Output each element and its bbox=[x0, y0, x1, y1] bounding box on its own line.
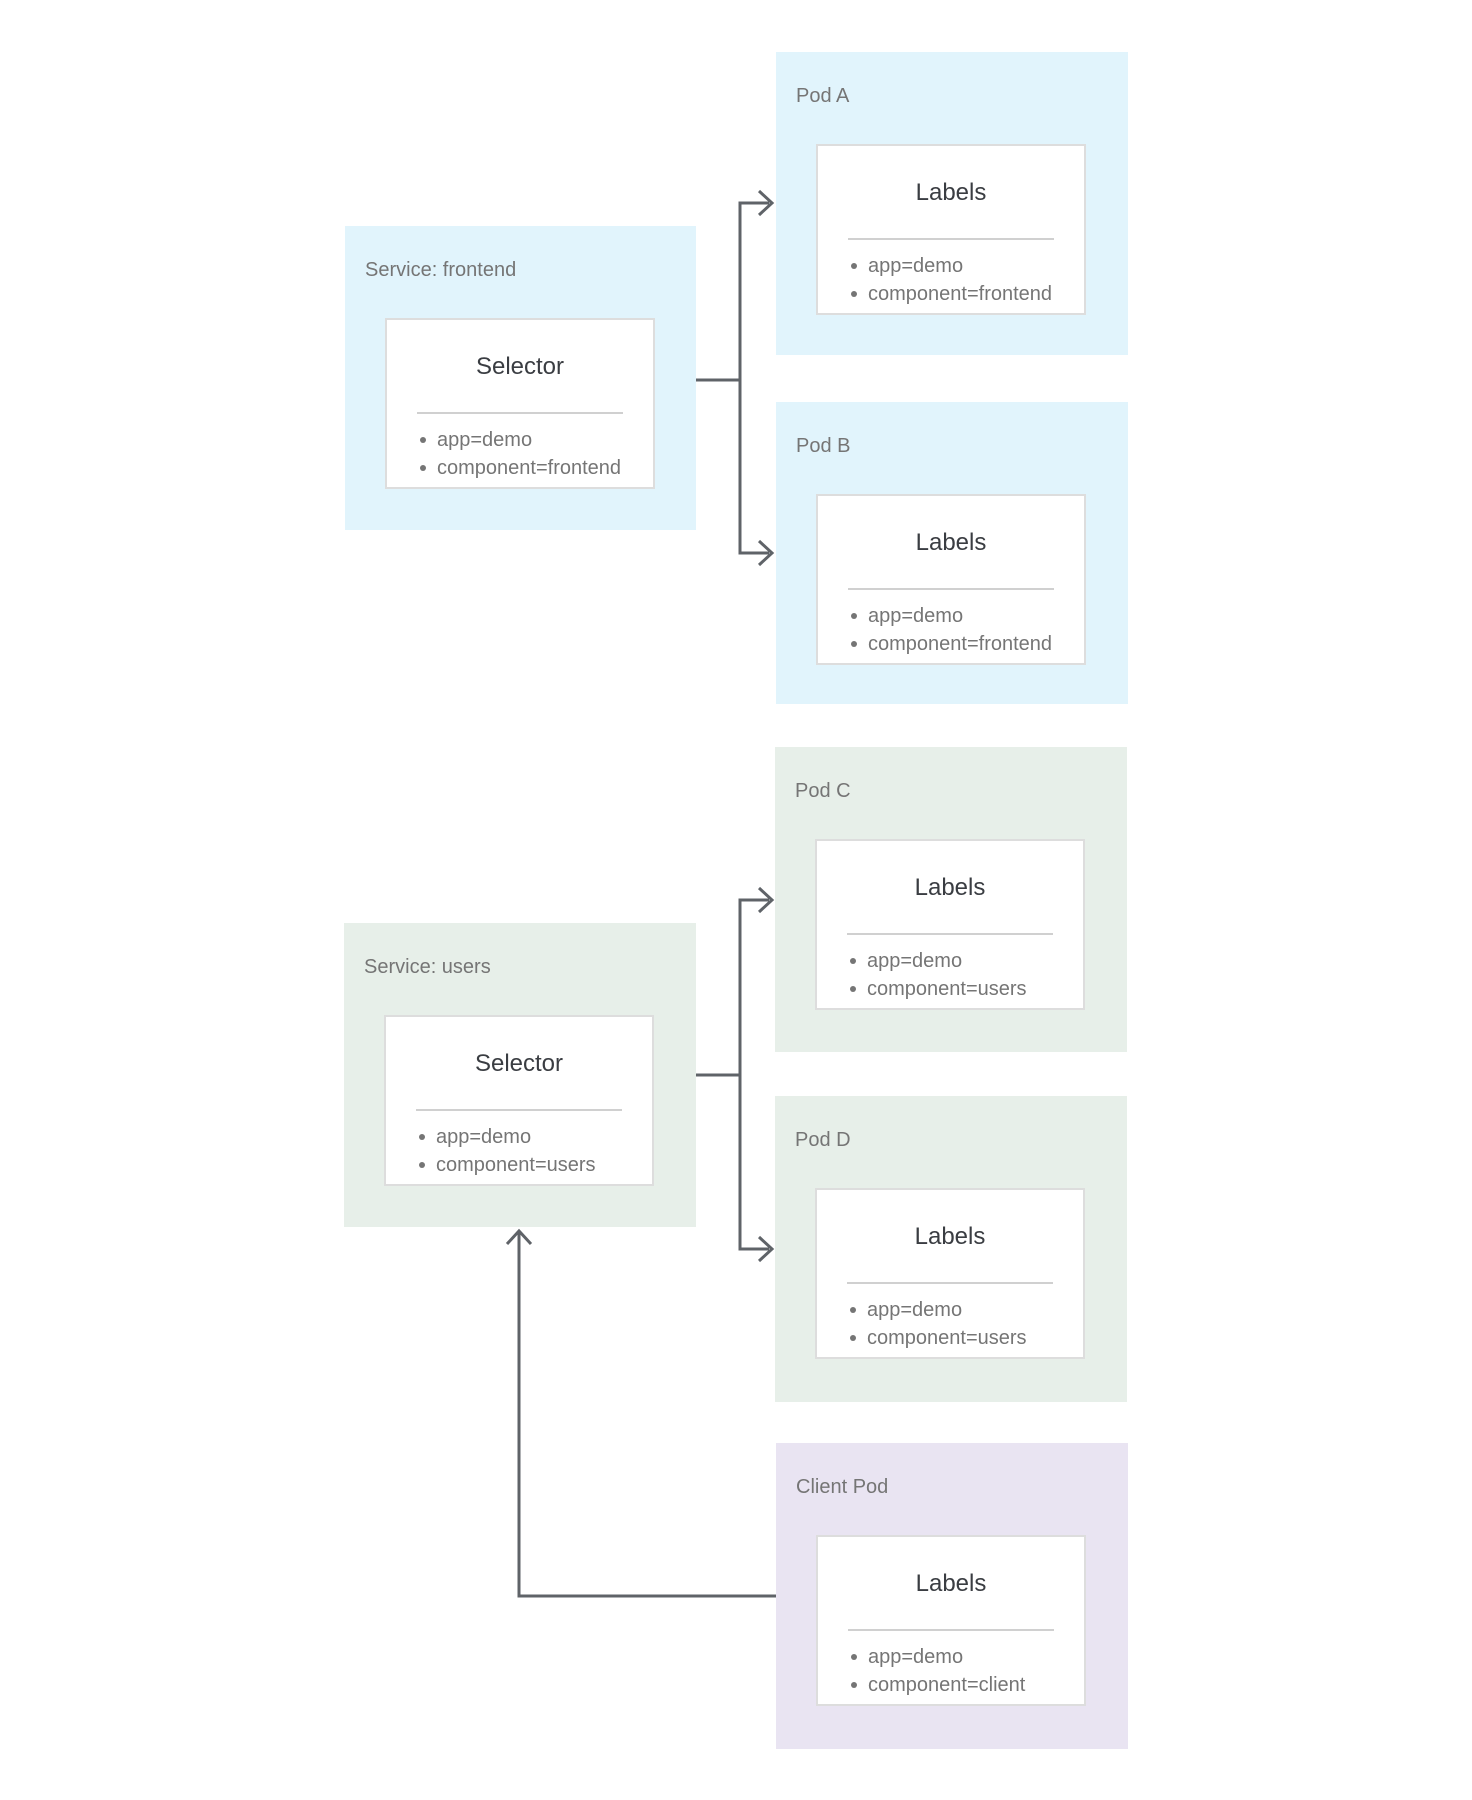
label-item: component=users bbox=[419, 1151, 646, 1179]
arrow-users-to-pods bbox=[696, 886, 775, 1263]
node-client-pod: Client Pod Labels app=demo component=cli… bbox=[776, 1443, 1128, 1749]
label-list: app=demo component=users bbox=[850, 1296, 1077, 1352]
labels-card: Labels app=demo component=users bbox=[815, 1188, 1085, 1359]
arrowhead-pod-a bbox=[757, 189, 775, 217]
label-item: component=frontend bbox=[420, 454, 647, 482]
card-heading: Labels bbox=[915, 179, 987, 206]
label-item: component=frontend bbox=[851, 630, 1078, 658]
labels-card: Labels app=demo component=client bbox=[816, 1535, 1086, 1706]
label-list: app=demo component=frontend bbox=[851, 252, 1078, 308]
node-pod-b: Pod B Labels app=demo component=frontend bbox=[776, 402, 1128, 704]
label-item: app=demo bbox=[851, 1643, 1078, 1671]
arrowhead-pod-c bbox=[757, 886, 775, 914]
labels-card: Labels app=demo component=frontend bbox=[816, 494, 1086, 665]
node-pod-d: Pod D Labels app=demo component=users bbox=[775, 1096, 1127, 1402]
labels-card: Labels app=demo component=frontend bbox=[816, 144, 1086, 315]
card-heading: Labels bbox=[914, 874, 986, 901]
label-item: component=frontend bbox=[851, 280, 1078, 308]
label-item: app=demo bbox=[851, 252, 1078, 280]
card-heading: Labels bbox=[915, 529, 987, 556]
node-pod-a: Pod A Labels app=demo component=frontend bbox=[776, 52, 1128, 355]
node-service-users: Service: users Selector app=demo compone… bbox=[344, 923, 696, 1227]
label-item: component=users bbox=[850, 1324, 1077, 1352]
arrowhead-pod-b bbox=[757, 539, 775, 567]
card-divider bbox=[847, 1282, 1053, 1284]
node-service-frontend: Service: frontend Selector app=demo comp… bbox=[345, 226, 696, 530]
card-divider bbox=[847, 933, 1053, 935]
node-title: Pod A bbox=[796, 85, 850, 107]
card-divider bbox=[848, 1629, 1054, 1631]
label-list: app=demo component=users bbox=[850, 947, 1077, 1003]
card-divider bbox=[416, 1109, 622, 1111]
node-pod-c: Pod C Labels app=demo component=users bbox=[775, 747, 1127, 1052]
arrowhead-service-users bbox=[505, 1228, 533, 1246]
card-heading: Selector bbox=[474, 1050, 564, 1077]
node-title: Service: users bbox=[364, 956, 491, 978]
label-item: app=demo bbox=[850, 1296, 1077, 1324]
label-item: app=demo bbox=[420, 426, 647, 454]
selector-card: Selector app=demo component=frontend bbox=[385, 318, 655, 489]
node-title: Client Pod bbox=[796, 1476, 889, 1498]
label-item: component=users bbox=[850, 975, 1077, 1003]
labels-card: Labels app=demo component=users bbox=[815, 839, 1085, 1010]
label-item: app=demo bbox=[851, 602, 1078, 630]
label-item: app=demo bbox=[419, 1123, 646, 1151]
label-list: app=demo component=client bbox=[851, 1643, 1078, 1699]
card-divider bbox=[417, 412, 623, 414]
selector-card: Selector app=demo component=users bbox=[384, 1015, 654, 1186]
node-title: Pod D bbox=[795, 1129, 851, 1151]
arrow-client-to-users bbox=[505, 1228, 776, 1598]
label-item: app=demo bbox=[850, 947, 1077, 975]
card-heading: Labels bbox=[915, 1570, 987, 1597]
node-title: Pod C bbox=[795, 780, 851, 802]
label-item: component=client bbox=[851, 1671, 1078, 1699]
arrow-frontend-to-pods bbox=[696, 189, 775, 567]
node-title: Service: frontend bbox=[365, 259, 517, 281]
node-title: Pod B bbox=[796, 435, 851, 457]
card-divider bbox=[848, 588, 1054, 590]
arrowhead-pod-d bbox=[757, 1235, 775, 1263]
card-heading: Selector bbox=[475, 353, 565, 380]
label-list: app=demo component=frontend bbox=[420, 426, 647, 482]
card-heading: Labels bbox=[914, 1223, 986, 1250]
label-list: app=demo component=frontend bbox=[851, 602, 1078, 658]
card-divider bbox=[848, 238, 1054, 240]
label-list: app=demo component=users bbox=[419, 1123, 646, 1179]
